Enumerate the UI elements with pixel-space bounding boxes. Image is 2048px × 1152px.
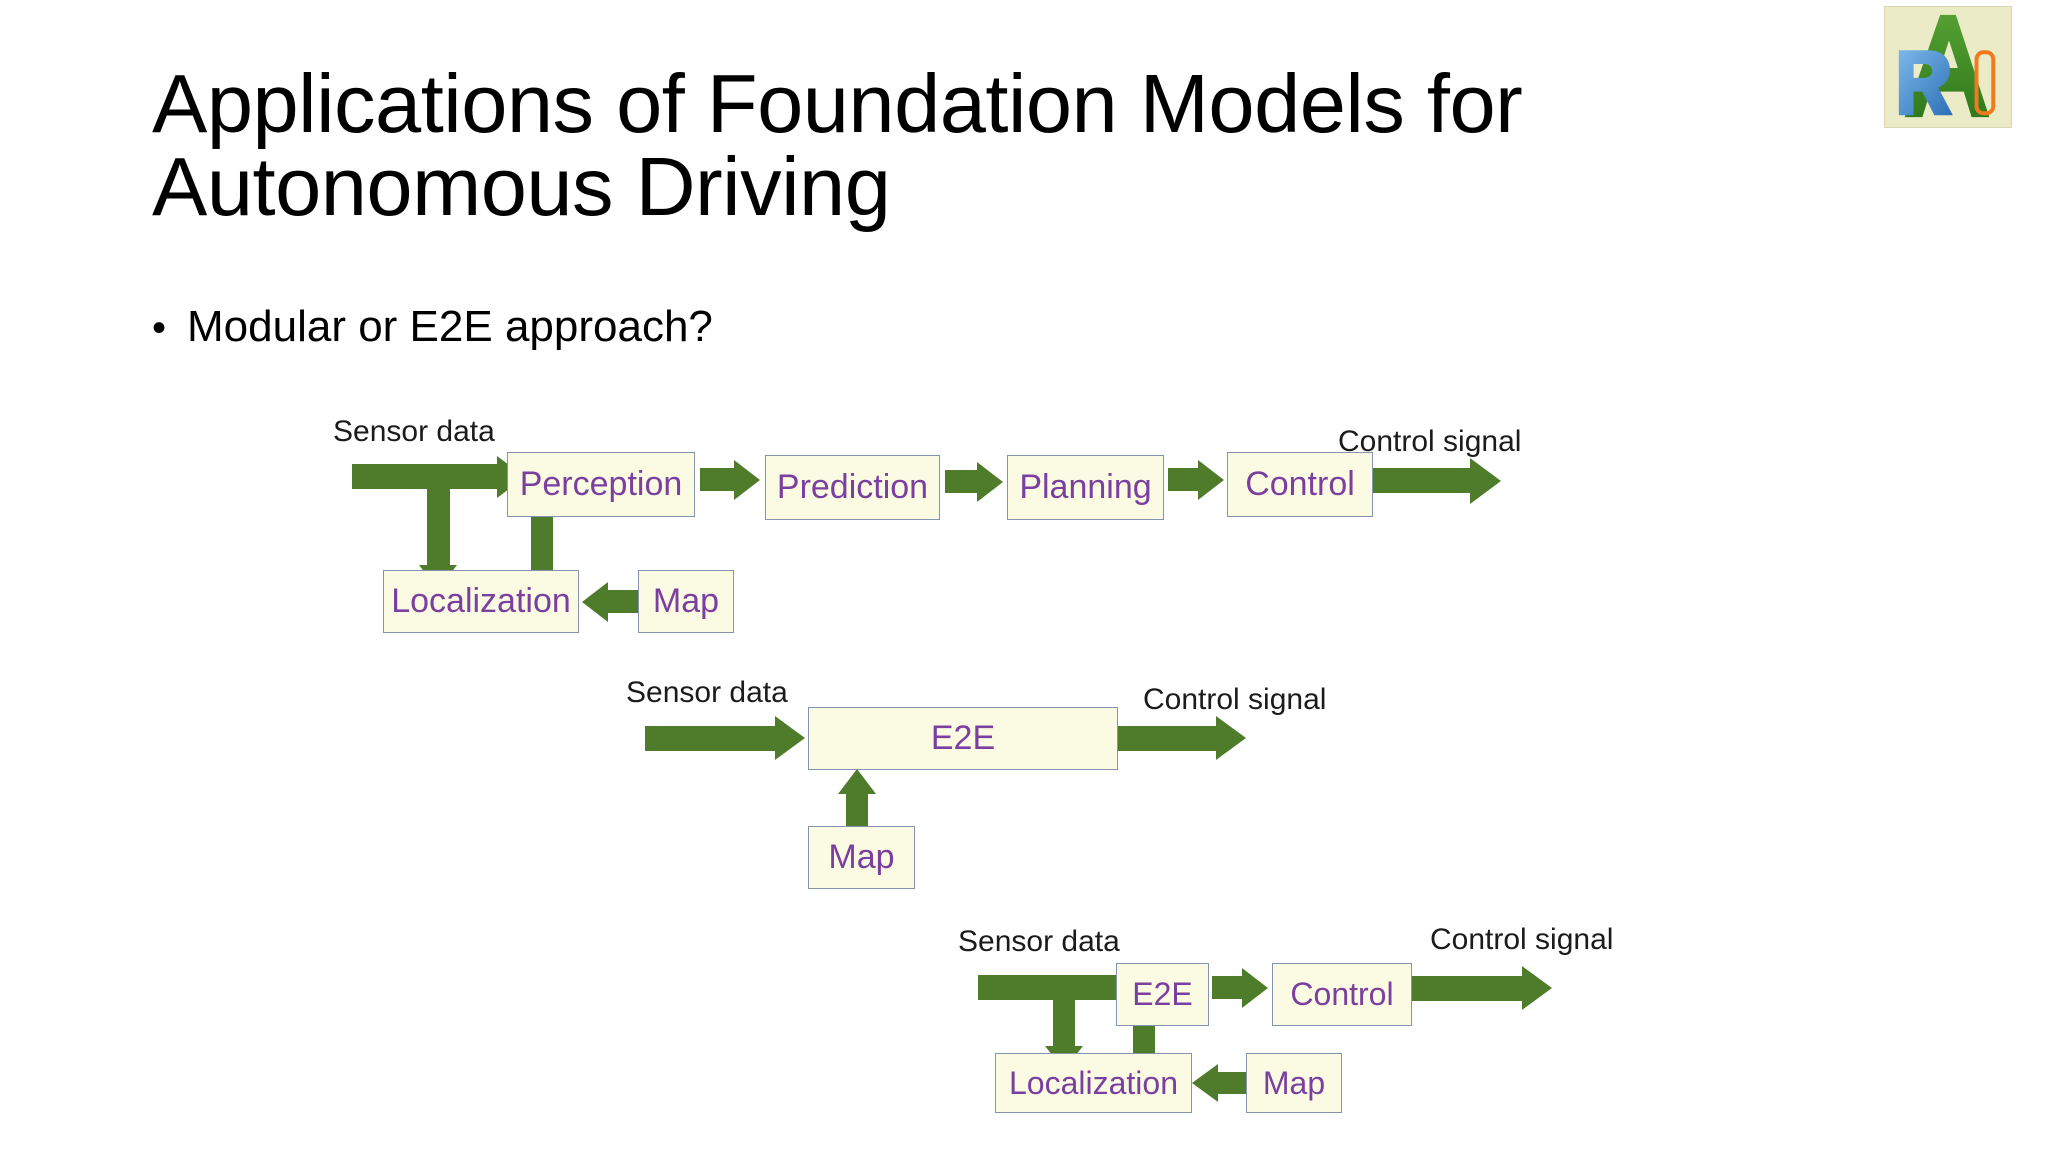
diagram1-node-perception[interactable]: Perception bbox=[507, 452, 695, 517]
diagram3-sensor-arrow-shaft bbox=[978, 975, 1118, 1000]
diagram1-node-map[interactable]: Map bbox=[638, 570, 734, 633]
diagram1-node-localization-label: Localization bbox=[391, 582, 571, 620]
diagram3-branch-down-shaft bbox=[1053, 975, 1075, 1047]
diagram2-sensor-arrow-head bbox=[775, 716, 805, 760]
diagram1-loc-to-perception-shaft bbox=[531, 510, 553, 580]
diagram1-output-arrow-head bbox=[1470, 458, 1501, 504]
diagram3-node-control[interactable]: Control bbox=[1272, 963, 1412, 1026]
diagram3-node-localization[interactable]: Localization bbox=[995, 1053, 1192, 1113]
diagram2-output-arrow-shaft bbox=[1118, 726, 1216, 751]
diagram1-node-planning-label: Planning bbox=[1019, 468, 1152, 506]
diagram1-node-localization[interactable]: Localization bbox=[383, 570, 579, 633]
diagram1-input-label: Sensor data bbox=[333, 415, 495, 448]
diagram2-input-label: Sensor data bbox=[626, 676, 788, 709]
diagram3-node-map-label: Map bbox=[1262, 1064, 1326, 1101]
bullet-marker-icon: • bbox=[152, 306, 167, 350]
diagram3-output-arrow-shaft bbox=[1412, 976, 1522, 1001]
diagram3-node-map[interactable]: Map bbox=[1246, 1053, 1342, 1113]
diagram3-input-label: Sensor data bbox=[958, 925, 1120, 958]
diagram2-node-e2e-label: E2E bbox=[930, 719, 996, 757]
diagram1-arrow-map-localization-head bbox=[582, 582, 608, 622]
diagram1-node-prediction[interactable]: Prediction bbox=[765, 455, 940, 520]
diagram3-arrow-e2e-control-head bbox=[1242, 968, 1268, 1008]
rai-logo bbox=[1884, 6, 2012, 128]
diagram1-node-perception-label: Perception bbox=[519, 465, 683, 503]
diagram1-arrow-prediction-planning-shaft bbox=[945, 470, 977, 493]
diagram1-node-prediction-label: Prediction bbox=[776, 468, 929, 506]
diagram1-arrow-perception-prediction-shaft bbox=[700, 468, 734, 491]
diagram3-output-arrow-head bbox=[1522, 966, 1552, 1010]
diagram3-node-control-label: Control bbox=[1290, 976, 1394, 1012]
diagram1-arrow-planning-control-head bbox=[1198, 460, 1224, 500]
diagram3-arrow-map-localization-shaft bbox=[1218, 1072, 1248, 1094]
page-title: Applications of Foundation Models for Au… bbox=[152, 57, 1523, 233]
diagram1-output-label: Control signal bbox=[1338, 425, 1522, 458]
diagram1-arrow-planning-control-shaft bbox=[1168, 468, 1198, 491]
diagram3-arrow-e2e-control-shaft bbox=[1212, 976, 1242, 999]
diagram1-node-map-label: Map bbox=[652, 582, 720, 620]
bullet-list-item: • Modular or E2E approach? bbox=[152, 305, 713, 349]
diagram3-arrow-map-localization-head bbox=[1192, 1064, 1218, 1102]
diagram2-sensor-arrow-shaft bbox=[645, 726, 775, 751]
bullet-item-label: Modular or E2E approach? bbox=[187, 302, 713, 351]
diagram3-output-label: Control signal bbox=[1430, 923, 1614, 956]
diagram3-node-e2e-label: E2E bbox=[1132, 976, 1193, 1012]
diagram3-loc-to-e2e-shaft bbox=[1133, 1019, 1155, 1059]
diagram2-arrow-map-e2e-shaft bbox=[846, 793, 868, 828]
diagram2-output-arrow-head bbox=[1216, 716, 1246, 760]
diagram1-node-control[interactable]: Control bbox=[1227, 452, 1373, 517]
diagram1-arrow-map-localization-shaft bbox=[608, 590, 640, 613]
diagram1-sensor-arrow-shaft bbox=[352, 464, 497, 489]
diagram3-node-e2e[interactable]: E2E bbox=[1116, 963, 1209, 1026]
diagram3-node-localization-label: Localization bbox=[1009, 1064, 1178, 1101]
diagram2-output-label: Control signal bbox=[1143, 683, 1327, 716]
diagram1-node-control-label: Control bbox=[1245, 465, 1355, 503]
diagram1-arrow-prediction-planning-head bbox=[977, 462, 1003, 502]
diagram1-branch-down-shaft bbox=[427, 464, 450, 566]
diagram2-node-e2e[interactable]: E2E bbox=[808, 707, 1118, 770]
diagram1-node-planning[interactable]: Planning bbox=[1007, 455, 1164, 520]
diagram2-arrow-map-e2e-head bbox=[838, 769, 876, 794]
diagram2-node-map-label: Map bbox=[828, 838, 895, 876]
diagram1-output-arrow-shaft bbox=[1373, 468, 1470, 493]
diagram1-arrow-perception-prediction-head bbox=[734, 460, 760, 500]
diagram2-node-map[interactable]: Map bbox=[808, 826, 915, 889]
